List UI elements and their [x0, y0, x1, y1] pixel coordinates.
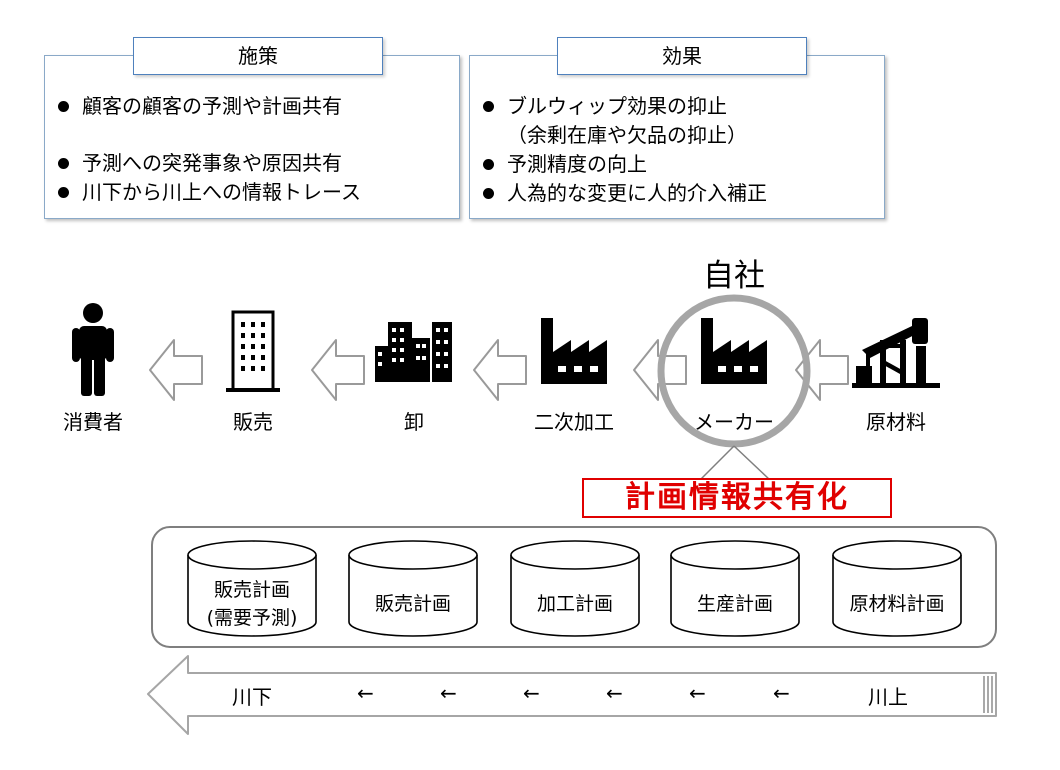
plan-line1: 生産計画: [696, 593, 773, 615]
callout-line-left: [699, 445, 735, 481]
measure-item: 顧客の顧客の予測や計画共有: [46, 92, 361, 121]
measures-panel: [44, 55, 460, 219]
flow-direction-arrow: ←: [689, 681, 706, 705]
effects-list: ブルウィップ効果の抑止 （余剰在庫や欠品の抑止） 予測精度の向上 人為的な変更に…: [471, 92, 767, 208]
chain-label-secondary-processing: 二次加工: [534, 410, 614, 434]
hollow-arrow-1: [149, 339, 203, 401]
plan-item-sales: 販売計画: [348, 545, 478, 641]
person-icon: [72, 303, 114, 396]
effects-panel: [469, 55, 885, 219]
flow-arrow-tail-lines: [983, 676, 993, 713]
plan-share-label: 計画情報共有化: [582, 478, 892, 518]
plan-cylinders: [187, 540, 962, 637]
oil-pump-icon: [852, 318, 940, 388]
measure-item: 川下から川上への情報トレース: [46, 178, 361, 207]
effect-item: （余剰在庫や欠品の抑止）: [507, 123, 747, 147]
flow-direction-arrow: ←: [606, 681, 623, 705]
effect-item: ブルウィップ効果の抑止: [471, 92, 767, 121]
own-company-highlight-circle: [657, 294, 811, 448]
city-buildings-icon: [375, 322, 452, 382]
office-building-icon: [226, 310, 280, 392]
flow-arrow: [147, 655, 997, 735]
plan-line1: 加工計画: [536, 593, 613, 615]
own-company-label: 自社: [703, 258, 765, 294]
plan-item-raw-material: 原材料計画: [832, 545, 962, 641]
flow-direction-arrow: ←: [357, 681, 374, 705]
effect-item: 予測精度の向上: [471, 150, 767, 179]
plan-item-processing: 加工計画: [510, 545, 640, 641]
plan-line1: 販売計画: [213, 579, 290, 601]
measures-title: 施策: [133, 37, 383, 75]
flow-direction-arrow: ←: [773, 681, 790, 705]
factory-icon: [541, 318, 607, 384]
flow-downstream-label: 川下: [232, 685, 272, 709]
hollow-arrow-2: [311, 339, 365, 401]
cylinder-raw-material: [832, 540, 962, 637]
measures-list: 顧客の顧客の予測や計画共有 予測への突発事象や原因共有 川下から川上への情報トレ…: [46, 92, 361, 207]
chain-label-consumer: 消費者: [63, 410, 123, 434]
flow-direction-arrow: ←: [523, 681, 540, 705]
chain-label-retail: 販売: [233, 410, 273, 434]
flow-direction-arrow: ←: [440, 681, 457, 705]
measure-item: 予測への突発事象や原因共有: [46, 149, 361, 178]
cylinder-production: [670, 540, 800, 637]
flow-upstream-label: 川上: [868, 685, 908, 709]
plan-item-production: 生産計画: [670, 545, 800, 641]
cylinder-sales: [348, 540, 478, 637]
chain-label-wholesale: 卸: [404, 410, 424, 434]
chain-label-manufacturer: メーカー: [694, 410, 774, 434]
hollow-arrow-3: [473, 339, 527, 401]
chain-label-raw-material: 原材料: [866, 410, 926, 434]
effect-item: 人為的な変更に人的介入補正: [471, 179, 767, 208]
cylinder-processing: [510, 540, 640, 637]
plan-line2: (需要予測): [206, 607, 298, 629]
factory-icon: [701, 318, 767, 384]
callout-line-right: [733, 445, 771, 481]
plan-item-sales-forecast: 販売計画 (需要予測): [187, 545, 317, 641]
plan-line1: 原材料計画: [849, 593, 945, 615]
cylinder-sales-forecast: [187, 540, 317, 637]
plan-line1: 販売計画: [374, 593, 451, 615]
effects-title: 効果: [557, 37, 807, 75]
